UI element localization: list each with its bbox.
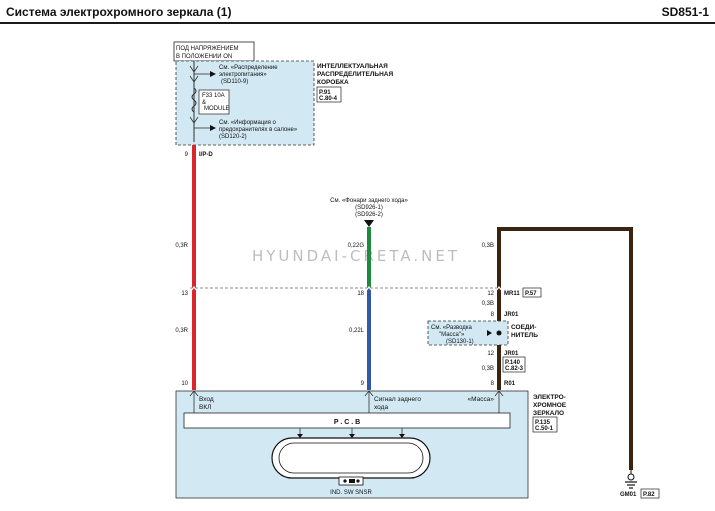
mirror-signal-label-2: хода — [374, 404, 388, 411]
bus-chevron-mid — [189, 75, 199, 83]
connector-mr11: MR11 — [504, 291, 520, 297]
indicator-led-icon — [343, 479, 347, 483]
fuse-icon — [191, 87, 197, 113]
mr11-ref: P.57 — [525, 291, 537, 297]
mr11-ref-box — [522, 287, 542, 298]
see-fuse-line1: См. «Информация о — [219, 120, 277, 126]
watermark: HYUNDAI-CRETA.NET — [252, 247, 460, 265]
fuse-module: MODULE — [204, 106, 230, 112]
ground-ref-line2: "Масса"» — [439, 332, 465, 338]
red-wire-size-top: 0,3R — [175, 243, 188, 249]
mirror-bottom-labels: IND. SW SNSR — [330, 490, 372, 496]
junction-box-name-line2: РАСПРЕДЕЛИТЕЛЬНАЯ — [317, 71, 393, 78]
ground-ref-line1: См. «Разводка — [431, 325, 473, 331]
mirror-ref2: C.50-1 — [535, 426, 554, 432]
mirror-input-label-1: Вход — [199, 396, 214, 403]
see-power-line3: (SD110-9) — [221, 79, 248, 85]
fuse-and: & — [202, 100, 206, 106]
see-fuse-arrow — [210, 125, 216, 131]
fuse-rating: F33 10A — [202, 93, 225, 99]
red-pin-bottom: 10 — [181, 381, 188, 387]
jr01-upper-name: JR01 — [504, 312, 519, 318]
see-fuse-line2: предохранителях в салоне» — [219, 127, 298, 133]
mirror-name-line3: ЗЕРКАЛО — [533, 410, 564, 417]
mirror-ref1: P.135 — [535, 420, 551, 426]
see-power-arrow — [210, 71, 216, 77]
pin-18: 18 — [357, 291, 364, 297]
ground-ref: P.82 — [643, 492, 655, 498]
green-wire-size: 0,22G — [348, 243, 365, 249]
mirror-input-label-2: ВКЛ — [199, 404, 211, 411]
junction-box-name-line3: КОРОБКА — [317, 79, 349, 86]
junction-box-name-line1: ИНТЕЛЛЕКТУАЛЬНАЯ — [317, 63, 388, 70]
blue-wire-size: 0,22L — [349, 328, 365, 334]
ground-connector-mark — [494, 285, 504, 293]
diagram-code: SD851-1 — [662, 5, 710, 19]
mirror-ref-box — [532, 416, 558, 433]
jr01-upper-pin: 8 — [491, 312, 495, 318]
pcb-link-left-arrow — [297, 434, 303, 438]
mirror-glass-icon — [278, 442, 424, 474]
power-label-line2: В ПОЛОЖЕНИИ ON — [176, 54, 232, 60]
ground-splice-box — [427, 320, 509, 346]
splice-point-icon — [496, 330, 502, 336]
junction-box-ref1: P.91 — [319, 90, 331, 96]
ground-ref-box — [640, 488, 660, 499]
red-wire-size-bottom: 0,3R — [175, 328, 188, 334]
mirror-ground-label: «Масса» — [468, 396, 495, 403]
lamps-ref-line3: (SD926-2) — [355, 212, 383, 218]
splice-label-line2: НИТЕЛЬ — [511, 332, 538, 339]
jr01-ref-box — [502, 356, 526, 373]
page-title: Система электрохромного зеркала (1) — [6, 5, 231, 19]
connector-r01: R01 — [504, 381, 516, 387]
sensor-icon — [356, 479, 360, 483]
lamps-ref-line1: См. «Фонари заднего хода» — [330, 198, 408, 204]
mirror-signal-label-1: Сигнал заднего — [374, 396, 421, 403]
r01-pin: 8 — [491, 381, 495, 387]
lamps-ref-arrow-icon — [364, 220, 374, 227]
brown-wire-size-b1: 0,3B — [482, 301, 494, 307]
pcb-link-right-arrow — [399, 434, 405, 438]
connector-ip-d: I/P-D — [199, 152, 213, 158]
see-power-line1: См. «Распределение — [219, 65, 278, 71]
junction-box-ref2: C.80-4 — [319, 96, 338, 102]
lamps-ref-line2: (SD926-1) — [355, 205, 383, 211]
red-pin-top: 9 — [185, 152, 189, 158]
splice-label-line1: СОЕДИ- — [511, 324, 536, 331]
brown-wire-size-top: 0,3B — [482, 243, 494, 249]
pin-12-mr11: 12 — [487, 291, 494, 297]
junction-box-ref-box — [316, 86, 342, 103]
fuse-label-box — [198, 89, 230, 115]
ground-ref-line3: (SD130-1) — [446, 339, 474, 345]
pcb-label: P . C . B — [334, 419, 360, 426]
mirror-name-line1: ЭЛЕКТРО- — [533, 394, 566, 401]
brown-ground-wire — [497, 227, 633, 470]
ground-terminal-icon — [627, 473, 635, 481]
power-label-line1: ПОД НАПРЯЖЕНИЕМ — [176, 46, 239, 52]
see-power-line2: электропитания» — [219, 72, 267, 78]
brown-wire-size-b2: 0,3B — [482, 366, 494, 372]
red-connector-mark — [189, 285, 199, 293]
mirror-outline-icon — [271, 437, 431, 479]
bus-chevron-top — [189, 65, 199, 73]
see-fuse-line3: (SD120-2) — [219, 134, 247, 140]
blue-pin: 9 — [361, 381, 365, 387]
jr01-ref1: P.140 — [505, 360, 521, 366]
pcb-link-mid-arrow — [349, 434, 355, 438]
ground-gm01: GM01 — [620, 492, 637, 498]
pcb-box — [183, 412, 511, 429]
signal-connector-mark — [364, 285, 374, 293]
jr01-ref2: C.82-3 — [505, 366, 524, 372]
mirror-name-line2: ХРОМНОЕ — [533, 402, 567, 409]
switch-icon — [349, 479, 355, 483]
bus-chevron-lower — [189, 116, 199, 124]
ground-ref-arrow-icon — [487, 330, 492, 336]
jr01-lower-name: JR01 — [504, 351, 519, 357]
pin-13: 13 — [181, 291, 188, 297]
jr01-lower-pin: 12 — [487, 351, 494, 357]
